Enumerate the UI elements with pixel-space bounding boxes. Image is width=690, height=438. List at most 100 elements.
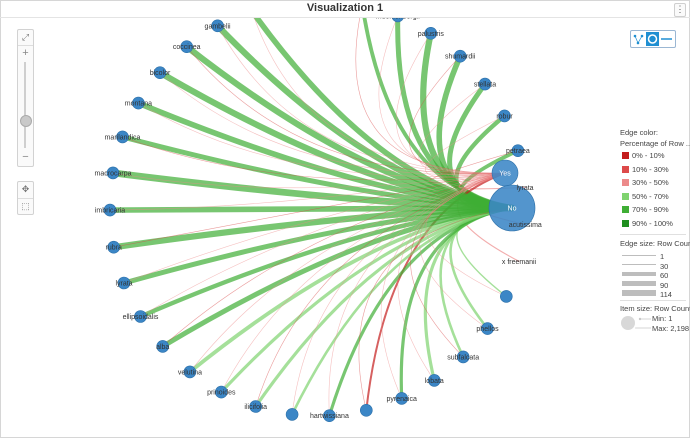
move-icon[interactable]: ✥ — [21, 184, 30, 194]
species-node-label: phellos — [476, 326, 499, 333]
species-node-label: lyrata — [115, 281, 132, 288]
edge[interactable] — [395, 33, 506, 174]
edge[interactable] — [380, 172, 506, 399]
item-size-min: Min: 1 — [652, 314, 673, 323]
hub-node[interactable] — [488, 184, 536, 232]
edge[interactable] — [217, 25, 506, 174]
species-node[interactable] — [478, 77, 492, 91]
marquee-select-icon[interactable]: ⬚ — [18, 198, 33, 214]
edge[interactable] — [123, 172, 506, 284]
species-node-label: pyrenaica — [387, 396, 417, 403]
edge-size-legend-title: Edge size: Row Count — [620, 239, 690, 248]
edge-color-label: 70% - 90% — [632, 205, 669, 214]
edge[interactable] — [252, 18, 515, 211]
species-node[interactable] — [106, 166, 120, 180]
zoom-out-button[interactable]: − — [22, 151, 29, 163]
species-node[interactable] — [481, 322, 494, 335]
species-node[interactable] — [117, 276, 131, 290]
species-node[interactable] — [103, 203, 117, 217]
species-node[interactable] — [359, 403, 373, 417]
circle-layout-icon[interactable] — [646, 32, 659, 46]
edge[interactable] — [418, 83, 506, 176]
species-node[interactable] — [395, 392, 409, 405]
edge[interactable] — [358, 207, 513, 411]
species-node-label: petraea — [506, 148, 530, 155]
edge-size-label: 60 — [660, 271, 669, 280]
edge[interactable] — [355, 18, 506, 174]
edge-size-sample — [622, 254, 656, 256]
edge[interactable] — [113, 172, 506, 248]
edge[interactable] — [221, 172, 506, 393]
zoom-slider-handle[interactable] — [20, 115, 32, 128]
edge[interactable] — [291, 172, 506, 415]
species-node[interactable] — [107, 240, 120, 254]
edge[interactable] — [186, 46, 506, 175]
species-node-label: macrocarpa — [95, 170, 132, 177]
edge-size-sample — [622, 272, 656, 276]
edge[interactable] — [189, 172, 506, 373]
edge[interactable] — [140, 172, 506, 317]
species-node-label: prinoides — [207, 390, 236, 397]
edge[interactable] — [112, 172, 506, 189]
species-node[interactable] — [285, 408, 299, 421]
edge-size-label: 30 — [660, 261, 669, 271]
species-node[interactable] — [498, 109, 511, 123]
edge-size-sample — [622, 290, 656, 296]
species-node[interactable] — [215, 385, 228, 399]
edge-size-sample — [622, 263, 656, 266]
edge[interactable] — [378, 18, 506, 174]
species-node[interactable] — [153, 66, 167, 80]
edge-color-label: 50% - 70% — [632, 191, 669, 201]
species-node-label: velutina — [178, 369, 202, 376]
edge-size-label: 1 — [660, 252, 665, 261]
edge[interactable] — [255, 172, 506, 407]
species-node-label: muehlenbergii — [376, 18, 420, 20]
ellipsis-vertical-icon[interactable]: ⋮ — [674, 3, 686, 17]
species-node-label: lobata — [425, 378, 444, 385]
edge-color-label: 0% - 10% — [632, 151, 665, 160]
species-node[interactable] — [156, 340, 169, 353]
species-node-label: lyrata — [516, 185, 533, 192]
species-node[interactable] — [427, 374, 441, 387]
zoom-slider-track[interactable] — [24, 62, 26, 148]
species-node[interactable] — [499, 290, 513, 303]
species-node[interactable] — [116, 130, 129, 144]
species-node[interactable] — [391, 18, 404, 23]
edge[interactable] — [138, 102, 506, 177]
edge[interactable] — [162, 172, 506, 347]
line-layout-icon[interactable] — [660, 32, 673, 46]
edge[interactable] — [328, 172, 506, 416]
edge[interactable] — [109, 172, 506, 211]
species-node[interactable] — [511, 144, 525, 157]
zoom-in-button[interactable]: + — [22, 47, 29, 59]
species-node[interactable] — [249, 400, 262, 413]
species-node-label: rubra — [106, 245, 122, 252]
species-node[interactable] — [134, 310, 147, 323]
edge-color-swatch — [622, 165, 629, 173]
species-node[interactable] — [323, 409, 336, 423]
species-node[interactable] — [211, 19, 224, 33]
edge-size-label: 114 — [660, 290, 672, 299]
network-layout-icon[interactable] — [632, 32, 645, 46]
edge-color-swatch — [622, 219, 629, 227]
species-node-label: coccinea — [173, 44, 201, 51]
species-node[interactable] — [456, 350, 470, 364]
species-node[interactable] — [132, 96, 145, 110]
edge[interactable] — [122, 136, 506, 181]
species-node-label: stellata — [474, 82, 496, 89]
edge[interactable] — [159, 72, 506, 175]
species-node-label: palustris — [418, 31, 445, 38]
interaction-tools: ✥ ⬚ — [17, 181, 34, 215]
edge[interactable] — [252, 18, 506, 174]
species-node[interactable] — [180, 40, 193, 54]
fit-to-screen-icon[interactable]: ⤢ — [18, 30, 33, 46]
species-node-label: bicolor — [150, 70, 171, 77]
species-node[interactable] — [183, 365, 197, 379]
species-node[interactable] — [453, 49, 467, 63]
item-size-legend-glyph — [621, 316, 651, 330]
species-node-label: shumardii — [445, 54, 476, 61]
species-node[interactable] — [424, 27, 438, 40]
network-graph[interactable]: YesNomuehlenbergiipalustrisshumardiistel… — [0, 18, 610, 436]
hub-node-label: No — [508, 206, 517, 213]
species-node-label: alba — [156, 344, 169, 351]
